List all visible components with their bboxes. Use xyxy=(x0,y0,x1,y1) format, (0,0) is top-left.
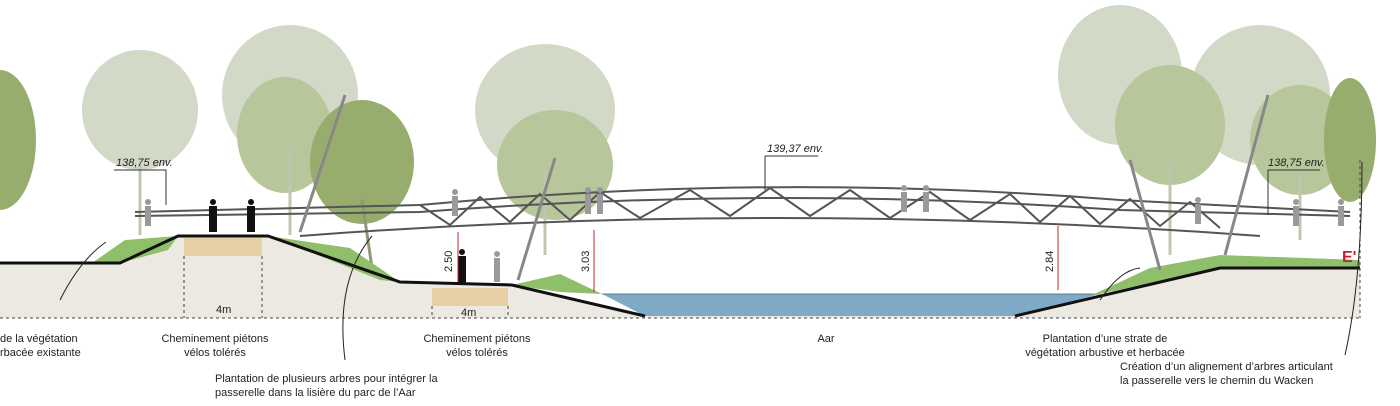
clearance-label-1: 2.50 xyxy=(443,251,455,272)
left-path xyxy=(184,238,262,256)
label-shrub-planting-line2: végétation arbustive et herbacée xyxy=(1025,347,1185,359)
label-tree-planting-line1: Plantation de plusieurs arbres pour inté… xyxy=(215,373,438,385)
bridge-masts xyxy=(298,94,1270,281)
label-vegetation-line2: rbacée existante xyxy=(0,347,81,359)
foreground-trees xyxy=(0,70,1376,224)
people-dark xyxy=(209,199,466,284)
tree-trunk xyxy=(360,199,374,269)
label-vegetation-line1: de la végétation xyxy=(0,333,78,345)
path-width-left: 4m xyxy=(216,304,231,316)
river-water xyxy=(602,294,1100,316)
elevation-center: 139,37 env. xyxy=(767,143,824,155)
clearance-label-3: 2.84 xyxy=(1044,251,1056,272)
elevation-leaders xyxy=(114,155,1320,215)
label-tree-alignment-line2: la passerelle vers le chemin du Wacken xyxy=(1120,375,1313,387)
elevation-left: 138,75 env. xyxy=(116,157,173,169)
middle-path xyxy=(432,288,508,306)
callout-arrows xyxy=(59,161,1363,361)
label-path-left-line2: vélos tolérés xyxy=(184,347,246,359)
clearance-lines xyxy=(457,226,1059,292)
ground-profile-line xyxy=(0,234,646,318)
label-path-middle-line2: vélos tolérés xyxy=(446,347,508,359)
path-width-middle: 4m xyxy=(461,307,476,319)
mid-trees xyxy=(237,65,1350,220)
ground-profile-line-right xyxy=(1014,266,1360,318)
label-river: Aar xyxy=(817,333,834,345)
label-tree-alignment-line1: Création d’un alignement d’arbres articu… xyxy=(1120,361,1333,373)
label-path-left-line1: Cheminement piétons xyxy=(161,333,269,345)
ground xyxy=(0,236,1360,318)
section-marker: E' xyxy=(1342,249,1356,266)
trunks xyxy=(138,150,1302,255)
label-path-middle-line1: Cheminement piétons xyxy=(423,333,531,345)
label-shrub-planting-line1: Plantation d’une strate de xyxy=(1043,333,1168,345)
elevation-right: 138,75 env. xyxy=(1268,157,1325,169)
clearance-label-2: 3.03 xyxy=(580,251,592,272)
bridge-truss xyxy=(134,186,1351,237)
people-light xyxy=(145,185,1344,282)
label-tree-planting-line2: passerelle dans la lisière du parc de l’… xyxy=(215,387,416,399)
